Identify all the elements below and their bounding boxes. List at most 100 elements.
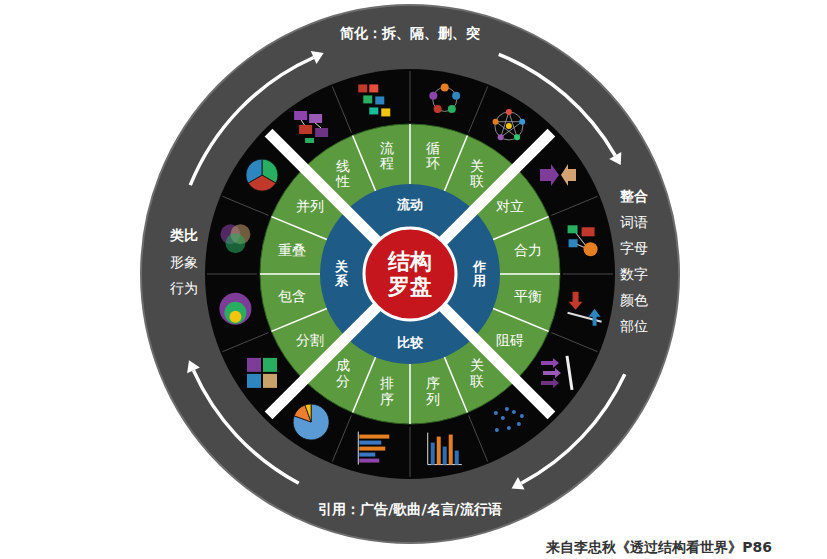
chart-icon xyxy=(246,159,278,191)
chart-icon xyxy=(429,83,460,113)
arrow-head xyxy=(187,360,200,373)
cell-label: 结构 罗盘 xyxy=(386,249,434,300)
quadrant-divider xyxy=(441,133,551,243)
icon-shape xyxy=(293,404,329,440)
cell-label: 对立 xyxy=(496,198,524,216)
icon-shape xyxy=(443,447,447,465)
structure-cell: 合力 xyxy=(514,242,542,260)
center-disc xyxy=(364,228,456,320)
chart-icon xyxy=(358,84,390,116)
cell-label: 并列 xyxy=(296,198,324,216)
cell-divider xyxy=(563,274,613,275)
cell-label: 循环 xyxy=(426,141,440,172)
chart-icon xyxy=(568,225,598,256)
icon-shape xyxy=(540,164,559,186)
structure-cell: 并列 xyxy=(296,198,324,216)
structure-cell: 流程 xyxy=(380,141,394,172)
quadrant-divider xyxy=(269,133,379,243)
cell-label: 关联 xyxy=(470,159,484,190)
icon-shape xyxy=(517,422,521,426)
icon-shape xyxy=(437,437,441,465)
icon-shape xyxy=(519,119,525,125)
icon-ring xyxy=(205,69,615,479)
icon-shape xyxy=(299,125,312,134)
icon-shape xyxy=(449,435,453,465)
chart-icon xyxy=(428,433,462,465)
center-circle: 结构 罗盘 xyxy=(386,249,434,300)
icon-shape xyxy=(496,112,523,137)
chart-icon xyxy=(494,407,524,432)
band-list: 形象 行为 xyxy=(169,249,200,301)
cell-label: 平衡 xyxy=(514,288,542,306)
icon-shape xyxy=(229,311,241,323)
cell-divider xyxy=(260,273,320,275)
cell-divider xyxy=(493,308,548,331)
arrow-head xyxy=(512,477,525,489)
cell-divider xyxy=(469,86,488,132)
category-sector: 关系 xyxy=(335,260,348,289)
cell-divider xyxy=(444,135,467,190)
structure-cell: 分割 xyxy=(296,332,324,350)
structure-cell: 循环 xyxy=(426,141,440,172)
quadrant-divider xyxy=(441,305,551,415)
chart-icon xyxy=(219,293,251,325)
band-heading: 类比 xyxy=(170,227,198,245)
icon-shape xyxy=(429,92,437,100)
structure-cell: 包含 xyxy=(278,288,306,306)
icon-shape xyxy=(358,432,359,465)
icon-shape xyxy=(448,105,456,113)
cell-label: 阻碍 xyxy=(496,332,524,350)
cell-divider xyxy=(409,364,411,424)
cell-divider xyxy=(332,415,351,461)
cell-divider xyxy=(500,273,560,275)
icon-shape xyxy=(441,83,449,91)
cycle-arrow xyxy=(193,370,298,483)
icon-shape xyxy=(543,368,561,378)
structure-cell: 阻碍 xyxy=(496,332,524,350)
icon-shape xyxy=(363,95,372,103)
icon-shape xyxy=(495,428,499,432)
icon-shape xyxy=(369,84,378,92)
icon-shape xyxy=(375,96,384,104)
icon-shape xyxy=(514,134,520,140)
cell-divider xyxy=(493,217,548,240)
icon-shape xyxy=(305,404,311,422)
structure-cell: 对立 xyxy=(496,198,524,216)
icon-shape xyxy=(434,105,442,113)
icon-shape xyxy=(263,374,277,388)
cell-label: 流程 xyxy=(380,141,394,172)
cell-label: 作用 xyxy=(473,260,486,289)
structure-cell: 排序 xyxy=(380,376,394,407)
icon-shape xyxy=(520,414,524,418)
band-list: 词语 字母 数字 颜色 部位 xyxy=(619,209,650,339)
icon-shape xyxy=(569,239,578,247)
icon-shape xyxy=(359,459,379,463)
structure-cell: 重叠 xyxy=(278,242,306,260)
band-heading: 整合 xyxy=(620,188,648,206)
cell-divider xyxy=(410,71,411,121)
chart-icon xyxy=(293,404,329,440)
icon-shape xyxy=(541,358,559,368)
cell-label: 流动 xyxy=(397,196,423,214)
cell-divider xyxy=(409,124,411,184)
icon-shape xyxy=(493,119,499,125)
icon-shape xyxy=(219,293,251,325)
icon-shape xyxy=(294,111,307,120)
icon-shape xyxy=(309,114,322,123)
arrow-head xyxy=(609,152,621,165)
icon-shape xyxy=(358,84,367,92)
cell-label: 包含 xyxy=(278,288,306,306)
structure-cell: 关联 xyxy=(470,358,484,389)
structure-cell: 平衡 xyxy=(514,288,542,306)
icon-shape xyxy=(455,451,459,465)
category-sector: 比较 xyxy=(397,334,423,352)
cell-label: 关系 xyxy=(335,260,348,289)
icon-shape xyxy=(427,433,428,465)
cell-divider xyxy=(444,357,467,412)
structure-cell: 序列 xyxy=(426,376,440,407)
cell-label: 成分 xyxy=(336,358,350,389)
icon-shape xyxy=(315,128,328,137)
chart-icon xyxy=(294,111,328,143)
icon-shape xyxy=(505,407,509,411)
